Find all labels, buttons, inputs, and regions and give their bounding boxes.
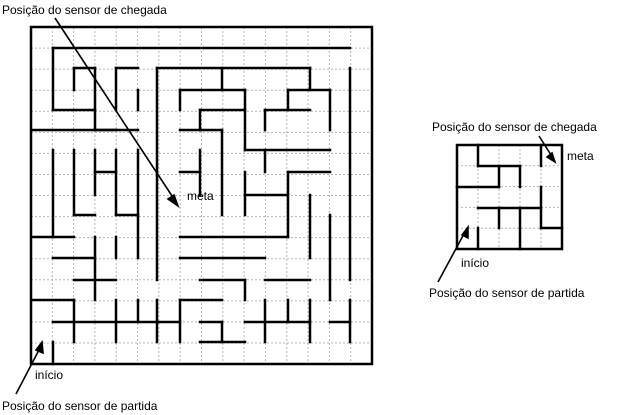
start-sensor-arrow-large — [15, 347, 41, 395]
start-sensor-arrow-small — [437, 231, 466, 283]
pointer-arrows — [15, 17, 557, 395]
small-finish-sensor-label: Posição do sensor de chegada — [432, 120, 597, 134]
large-start-label: início — [35, 368, 64, 382]
small-start-label: início — [461, 256, 490, 270]
large-goal-label: meta — [187, 189, 214, 203]
small-maze-border — [455, 143, 564, 251]
start-sensor-arrowhead-small — [460, 224, 469, 240]
large-maze-border — [29, 25, 374, 366]
small-maze-grid — [457, 145, 562, 249]
small-start-sensor-label: Posição do sensor de partida — [429, 286, 585, 300]
large-start-sensor-label: Posição do sensor de partida — [2, 399, 158, 413]
small-goal-label: meta — [567, 149, 594, 163]
large-finish-sensor-label: Posição do sensor de chegada — [2, 3, 167, 17]
finish-sensor-arrow-large — [54, 17, 177, 203]
small-maze-walls — [455, 143, 564, 251]
start-sensor-arrowhead-large — [34, 339, 44, 355]
large-maze-walls — [31, 46, 352, 366]
finish-sensor-arrowhead-large — [166, 193, 180, 209]
finish-sensor-arrowhead-small — [545, 151, 557, 164]
